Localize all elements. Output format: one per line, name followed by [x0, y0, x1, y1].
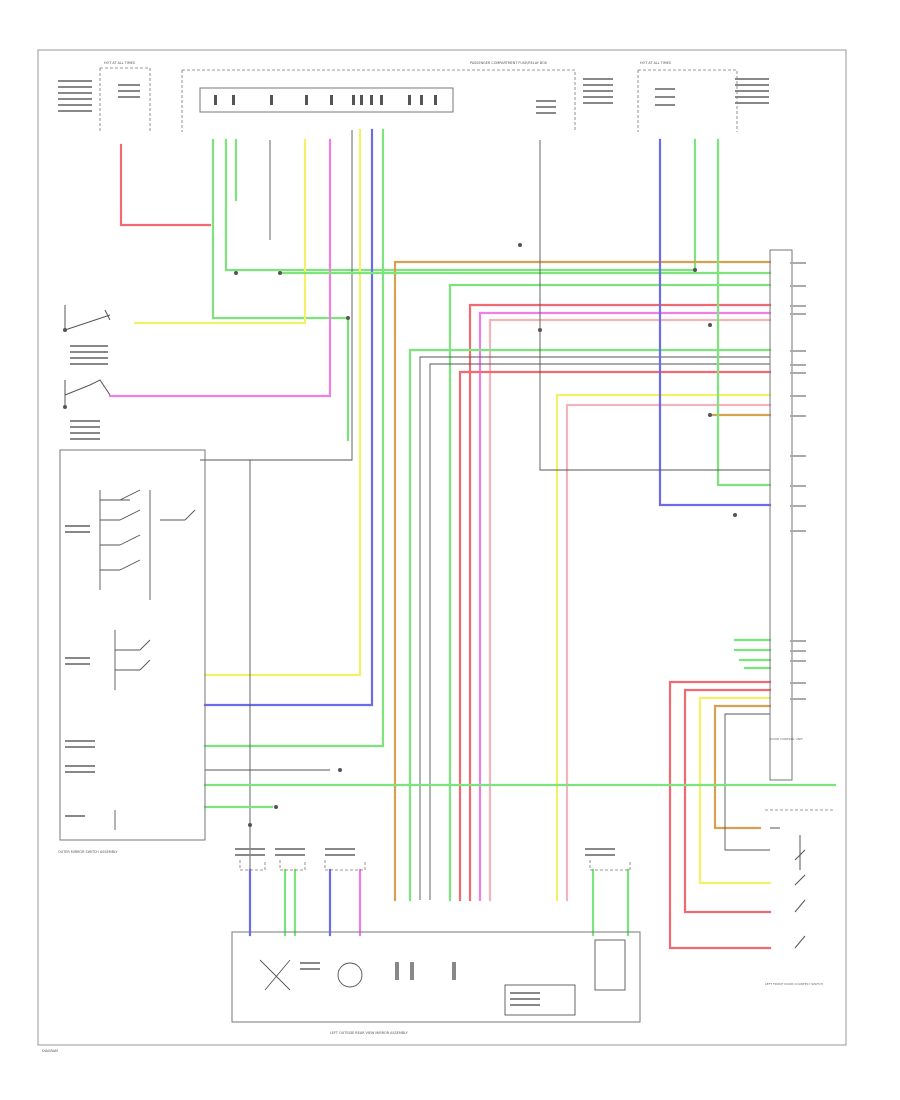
door-switch-icon [64, 305, 111, 405]
courtesy-switch-icon [770, 827, 806, 949]
wire-dark-center [539, 140, 770, 471]
wire-dark-1 [200, 130, 353, 461]
mirror-switch-text [65, 525, 95, 817]
fuse-box-outline-right [637, 69, 738, 132]
mirror-assembly-text [300, 962, 540, 1006]
wire-blue-right [658, 138, 772, 507]
wire-green-h2 [448, 283, 772, 902]
wire-pink-h [478, 311, 772, 902]
ground-icon [63, 405, 67, 409]
door-control-unit-connector [769, 249, 793, 781]
fuse-box-outline-left [99, 67, 151, 132]
wire-yellow-top [133, 138, 307, 325]
mirror-switch-assembly-box [59, 449, 206, 841]
wire-red-left [119, 143, 212, 227]
wire-orange [393, 260, 772, 902]
wire-red-h [468, 303, 772, 902]
wire-yellow-h2 [555, 393, 772, 902]
mirror-top-text [235, 848, 615, 856]
wire-orange-door [713, 704, 772, 830]
page-id: DIAGRAM [42, 1049, 58, 1053]
connector-icon [790, 262, 806, 700]
wire-green-long [203, 128, 385, 748]
door-switch-text [70, 345, 108, 440]
mirror-assembly-box [231, 931, 641, 1023]
left-top-text [58, 78, 769, 114]
wire-yellow-door [698, 696, 772, 885]
hot-at-all-times-left-label: HOT AT ALL TIMES [104, 61, 135, 65]
wire-lightpink-h [488, 318, 772, 902]
motor-icon [259, 939, 626, 1016]
wire-red-h2 [458, 370, 772, 902]
diagram-frame [37, 49, 847, 1046]
mirror-assembly-label: LEFT OUTSIDE REAR VIEW MIRROR ASSEMBLY [330, 1031, 409, 1035]
wire-dark-door [724, 713, 770, 851]
door-control-unit-label: DOOR CONTROL UNIT [770, 737, 803, 741]
wire-red-door [668, 680, 772, 950]
mirror-switch-assembly-label: OUTER MIRROR SWITCH ASSEMBLY [58, 850, 118, 854]
fuse-box-outline-main [181, 69, 576, 132]
wire-pink-top [108, 138, 332, 398]
wire-lightpink-h2 [565, 403, 772, 902]
wire-green-2 [224, 138, 697, 272]
wire-blue-long [203, 128, 374, 707]
wire-green-right [716, 138, 772, 487]
wire-green-1 [211, 138, 350, 442]
switch-icon [99, 489, 196, 830]
wire-dark-h1 [419, 356, 770, 900]
hot-at-all-times-right-label: HOT AT ALL TIMES [640, 61, 671, 65]
splice-dots [234, 243, 737, 827]
fuse-connector-block [199, 87, 454, 113]
door-switch-label: LEFT FRONT DOOR COURTESY SWITCH [765, 982, 823, 986]
wire-dark-h2 [429, 363, 770, 900]
ground-icon [63, 328, 67, 332]
mirror-top-outline [239, 860, 631, 871]
fuse-box-label: PASSENGER COMPARTMENT FUSE/RELAY BOX [470, 61, 548, 65]
wire-green-h3 [408, 348, 772, 902]
fuse-pins [214, 95, 437, 105]
wire-yellow-long [203, 128, 362, 677]
wire-red-door2 [683, 688, 772, 914]
